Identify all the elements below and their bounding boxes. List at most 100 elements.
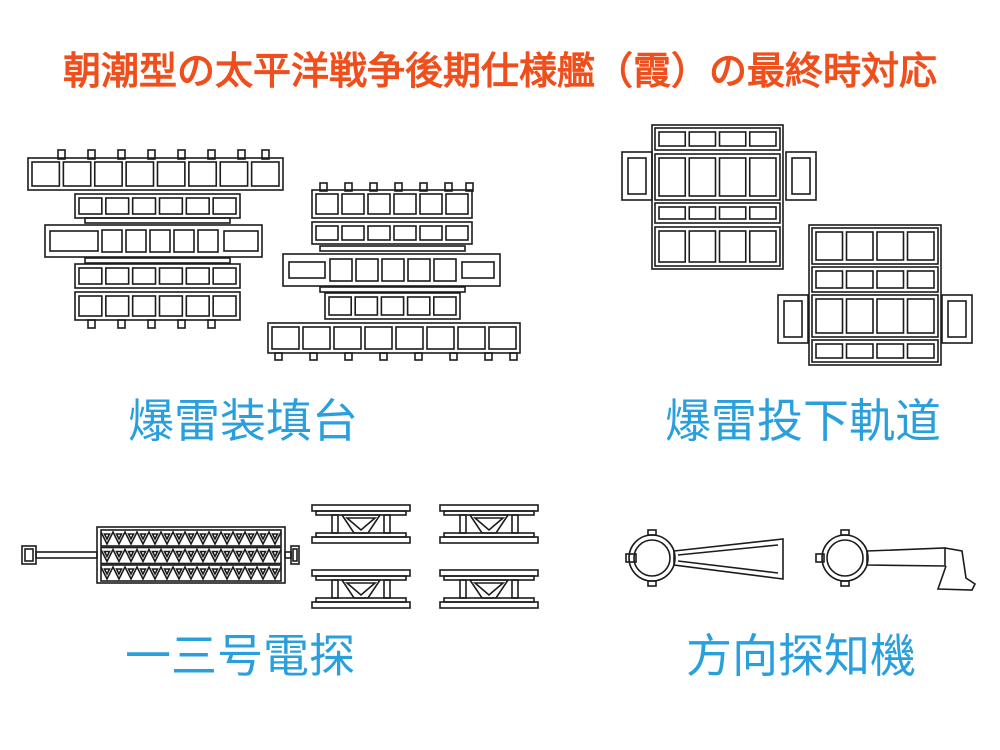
- cell: [815, 343, 844, 359]
- bottom-tab: [414, 352, 423, 361]
- depth-charge-rail-part-a: [621, 124, 817, 270]
- mounting-tab: [815, 553, 825, 563]
- bottom-tab: [449, 352, 458, 361]
- truss-triangle: [127, 568, 135, 576]
- cell: [125, 161, 155, 187]
- element-row: [100, 546, 282, 565]
- truss-triangle: [163, 568, 171, 576]
- arm: [866, 547, 946, 567]
- cell: [156, 161, 186, 187]
- frame-outline: [808, 224, 942, 366]
- cell: [158, 295, 184, 317]
- cell: [78, 197, 103, 215]
- connector-bar: [319, 245, 466, 252]
- cell: [315, 225, 339, 241]
- cell: [445, 193, 469, 215]
- top-tab: [394, 182, 403, 192]
- truss-triangle: [199, 533, 207, 541]
- bottom-tab: [274, 352, 283, 361]
- cell: [395, 326, 424, 350]
- truss-triangle: [175, 550, 183, 559]
- cell: [407, 258, 431, 282]
- web-post: [459, 579, 467, 599]
- cell: [815, 298, 844, 334]
- side-block-slot: [947, 300, 967, 338]
- cell: [173, 229, 195, 253]
- cell: [333, 326, 362, 350]
- loop-inner: [633, 539, 671, 577]
- cell: [341, 193, 365, 215]
- cell: [393, 225, 417, 241]
- loop-outer: [821, 534, 869, 582]
- cell-row-frame: [654, 226, 781, 267]
- cell-row-frame: [654, 153, 781, 201]
- bent-arm-end: [936, 547, 977, 591]
- truss-triangle: [103, 568, 111, 576]
- bottom-tab: [117, 319, 126, 329]
- top-tab: [261, 149, 270, 160]
- cell: [748, 131, 777, 147]
- top-flange: [439, 504, 539, 512]
- truss-triangle: [103, 533, 111, 541]
- cell: [748, 157, 777, 197]
- cell-row-frame: [44, 224, 263, 258]
- truss-triangle: [139, 550, 147, 559]
- cell: [876, 270, 905, 289]
- element-row: [100, 529, 282, 547]
- truss-triangle: [163, 550, 171, 559]
- cell: [302, 326, 331, 350]
- cell: [131, 295, 157, 317]
- cell: [219, 161, 249, 187]
- truss-triangle: [235, 550, 243, 559]
- side-block: [777, 294, 809, 344]
- cell: [78, 295, 103, 317]
- top-flange: [439, 569, 539, 577]
- depth-charge-rail-part-b: [777, 224, 973, 366]
- top-tab: [117, 149, 126, 160]
- label-type13-radar: 一三号電探: [125, 629, 355, 683]
- cell-row-frame: [654, 202, 781, 224]
- cell: [185, 295, 210, 317]
- truss-triangle: [223, 550, 231, 559]
- top-tab: [465, 182, 474, 192]
- truss-triangle: [211, 550, 219, 559]
- web-post: [459, 514, 467, 534]
- cell: [906, 343, 935, 359]
- cell-row-frame: [27, 157, 284, 191]
- loop-knob: [647, 529, 657, 536]
- loop-knob: [840, 529, 850, 536]
- cell-row-frame: [267, 322, 521, 354]
- cell: [876, 231, 905, 261]
- truss-triangle: [103, 550, 111, 559]
- cell: [658, 230, 687, 263]
- cell: [354, 296, 379, 316]
- cell-row-frame: [811, 339, 939, 363]
- truss-triangle: [151, 533, 159, 541]
- cell: [718, 131, 747, 147]
- truss-zigzag: [100, 530, 282, 546]
- cell-row-frame: [654, 127, 781, 151]
- top-tab: [319, 182, 328, 192]
- bottom-tab: [87, 319, 96, 329]
- bottom-tab: [177, 319, 186, 329]
- web-post: [383, 579, 391, 599]
- direction-finder-loop-b: [815, 529, 977, 591]
- top-tab: [177, 149, 186, 160]
- cell: [105, 197, 130, 215]
- top-tab: [419, 182, 428, 192]
- cell: [131, 197, 157, 215]
- cell: [250, 161, 280, 187]
- connector-bar: [84, 257, 231, 264]
- truss-triangle: [187, 568, 195, 576]
- label-depth-charge-loading-rack: 爆雷装填台: [128, 394, 358, 448]
- radar-bracket: [311, 504, 411, 544]
- label-depth-charge-rail: 爆雷投下軌道: [665, 394, 941, 448]
- truss-zigzag: [100, 565, 282, 581]
- cell-row-frame: [324, 292, 461, 320]
- cell: [432, 296, 457, 316]
- cell: [271, 326, 300, 350]
- truss-triangle: [271, 550, 279, 559]
- radar-bracket: [439, 569, 539, 609]
- bottom-tab: [309, 352, 318, 361]
- top-tab: [444, 182, 453, 192]
